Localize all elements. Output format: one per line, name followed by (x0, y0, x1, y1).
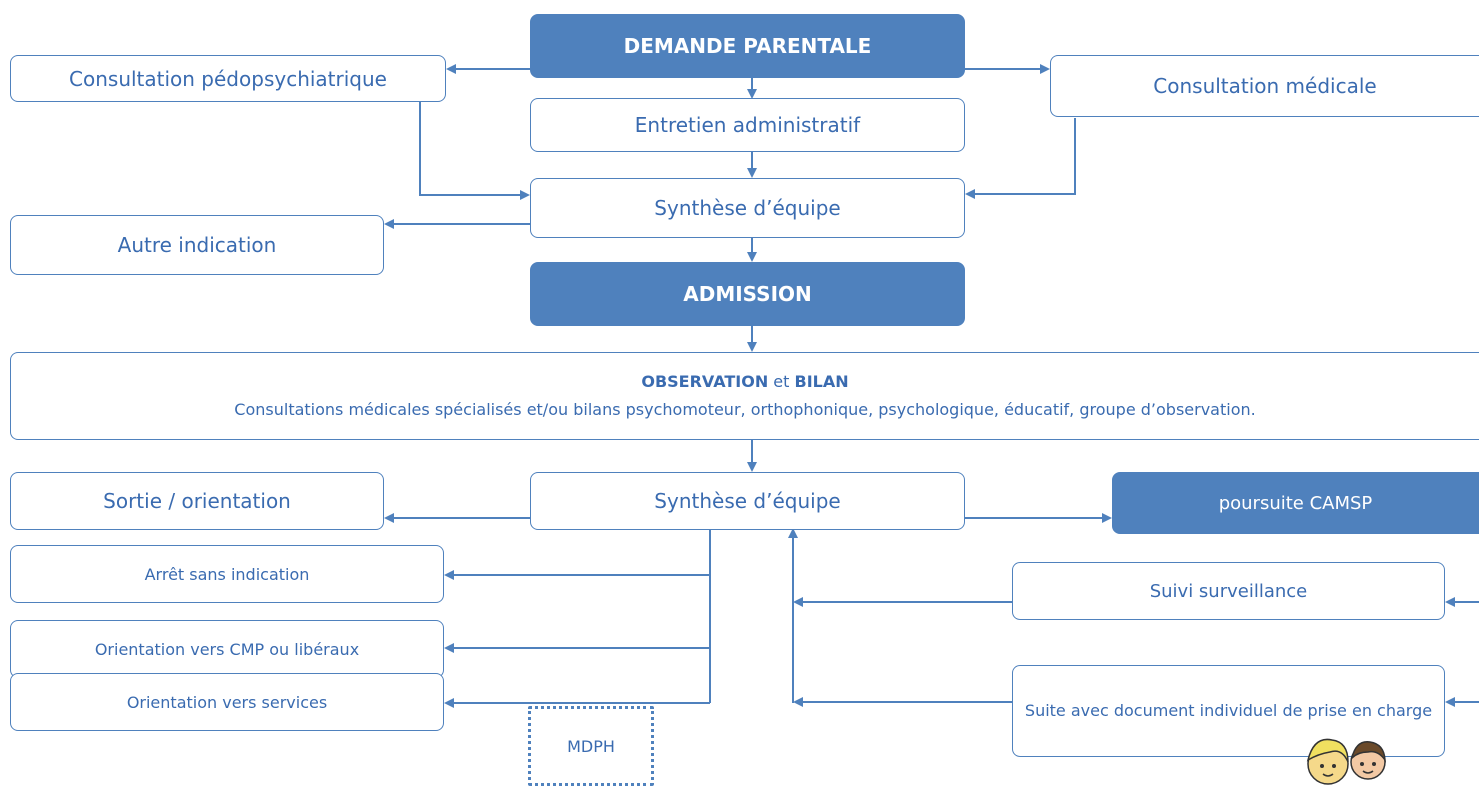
synthese1-label: Synthèse d’équipe (654, 196, 841, 220)
autre-label: Autre indication (117, 233, 277, 257)
observation-title-mid: et (768, 372, 795, 391)
arret-label: Arrêt sans indication (144, 564, 310, 584)
observation-title-a: OBSERVATION (641, 372, 769, 391)
node-observation-bilan: OBSERVATION et BILAN Consultations médic… (10, 352, 1479, 440)
consult-med-label: Consultation médicale (1153, 74, 1377, 98)
admission-label: ADMISSION (683, 282, 812, 306)
consult-pedo-label: Consultation pédopsychiatrique (69, 66, 387, 91)
node-suivi-surveillance: Suivi surveillance (1012, 562, 1445, 620)
people-illustration-icon (1306, 738, 1386, 785)
node-orientation-services: Orientation vers services (10, 673, 444, 731)
demande-label: DEMANDE PARENTALE (623, 34, 872, 58)
node-poursuite-camsp: poursuite CAMSP (1112, 472, 1479, 534)
node-sortie-orientation: Sortie / orientation (10, 472, 384, 530)
orient-services-label: Orientation vers services (126, 692, 328, 712)
node-synthese-equipe-1: Synthèse d’équipe (530, 178, 965, 238)
node-consultation-medicale: Consultation médicale (1050, 55, 1479, 117)
observation-title: OBSERVATION et BILAN (641, 368, 848, 396)
node-suite-document: Suite avec document individuel de prise … (1012, 665, 1445, 757)
mdph-label: MDPH (567, 736, 615, 756)
node-consultation-pedopsychiatrique: Consultation pédopsychiatrique (10, 55, 446, 102)
suite-label: Suite avec document individuel de prise … (1024, 701, 1433, 720)
orient-cmp-label: Orientation vers CMP ou libéraux (94, 639, 360, 659)
node-orientation-cmp: Orientation vers CMP ou libéraux (10, 620, 444, 678)
node-admission: ADMISSION (530, 262, 965, 326)
synthese2-label: Synthèse d’équipe (654, 489, 841, 513)
observation-title-b: BILAN (794, 372, 849, 391)
node-autre-indication: Autre indication (10, 215, 384, 275)
entretien-label: Entretien administratif (634, 113, 861, 137)
poursuite-label: poursuite CAMSP (1218, 492, 1373, 514)
node-arret-sans-indication: Arrêt sans indication (10, 545, 444, 603)
node-mdph: MDPH (528, 706, 654, 786)
observation-text: Consultations médicales spécialisés et/o… (234, 400, 1256, 419)
node-synthese-equipe-2: Synthèse d’équipe (530, 472, 965, 530)
suivi-label: Suivi surveillance (1149, 580, 1308, 602)
sortie-label: Sortie / orientation (103, 489, 291, 513)
node-demande-parentale: DEMANDE PARENTALE (530, 14, 965, 78)
node-entretien-administratif: Entretien administratif (530, 98, 965, 152)
